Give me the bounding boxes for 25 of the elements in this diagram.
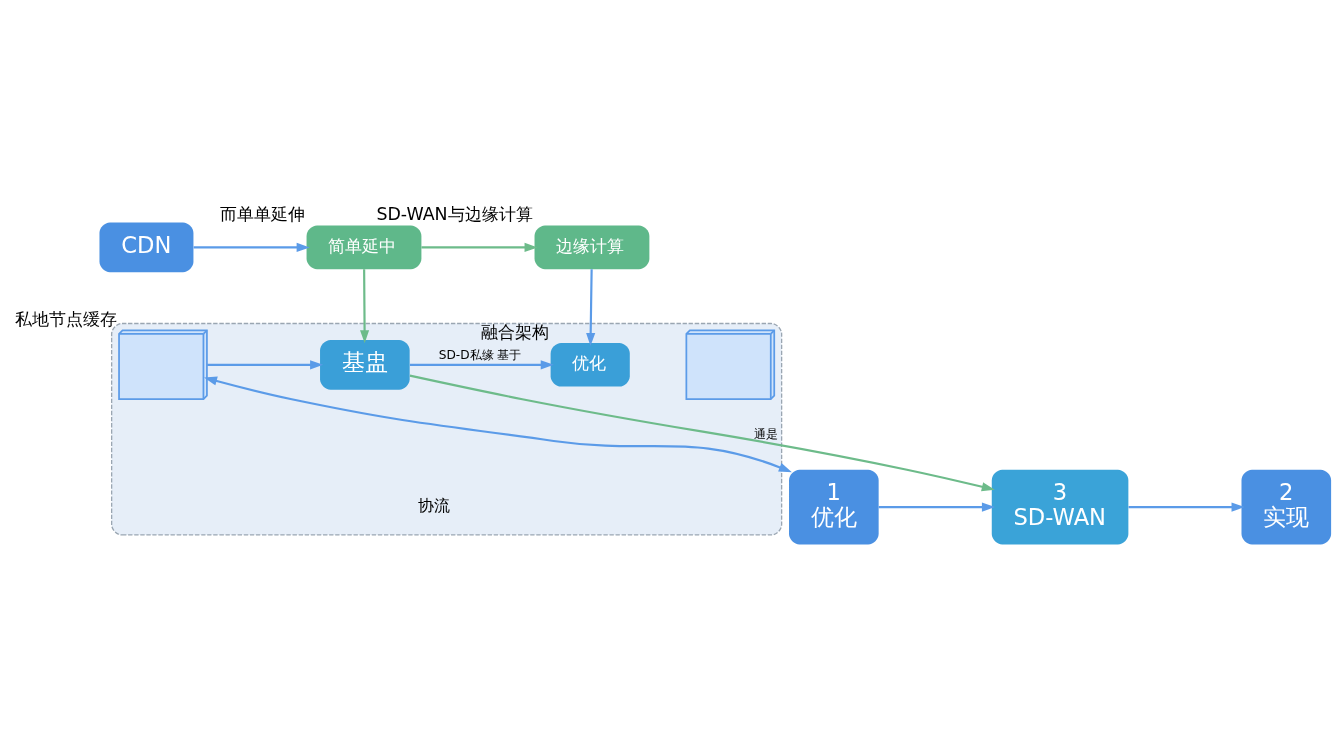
node-label: 而单单延伸 [219, 203, 305, 224]
node-box: 2 实现 [1241, 469, 1332, 544]
node-box: 基盅 [320, 339, 410, 390]
arrow [1128, 502, 1245, 512]
arrow [421, 242, 538, 252]
node-box: 优化 [550, 342, 630, 387]
node-label: SD-WAN与边缘计算 [376, 203, 533, 224]
node-box: 简单延中 [306, 225, 422, 269]
edge-label: 通是 [754, 426, 779, 441]
node-box: 3 SD-WAN [991, 469, 1129, 544]
node-box: 1 优化 [789, 469, 879, 544]
arrow [586, 268, 596, 346]
label: 协流 [418, 495, 451, 515]
arrow [207, 359, 324, 369]
arrow [360, 268, 370, 343]
arrow [409, 374, 995, 491]
arrow [878, 502, 995, 512]
node-box: 边缘计算 [534, 225, 650, 269]
node-label: 融合架构 [480, 321, 549, 342]
node-label: 私地节点缓存 [14, 308, 117, 329]
node-box: CDN [99, 222, 194, 272]
edge-label: SD-D私缘 基于 [438, 347, 522, 362]
arrow [409, 359, 554, 369]
arrow [203, 375, 792, 472]
arrow [193, 242, 310, 252]
